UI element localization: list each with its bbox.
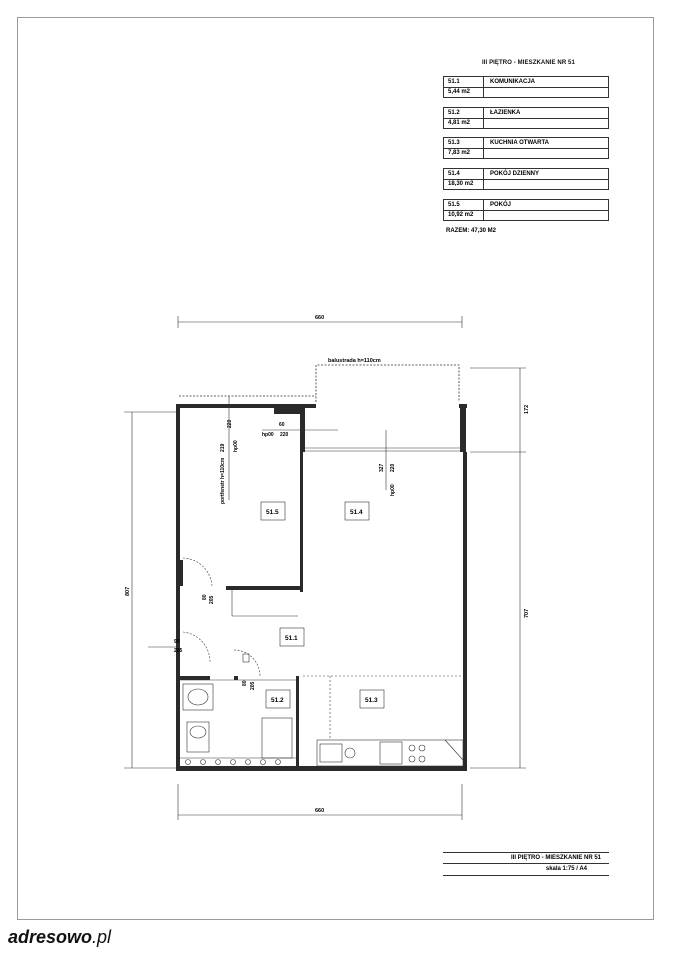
window-left-height: 220 (227, 419, 233, 428)
room-area: 7,83 m2 (444, 148, 484, 159)
legend-title: III PIĘTRO - MIESZKANIE NR 51 (482, 60, 575, 66)
window-mid-height: 220 (280, 432, 289, 438)
legend-divider (484, 148, 608, 149)
room-label-51-4: 51.4 (350, 509, 363, 516)
room-label-51-1: 51.1 (285, 635, 298, 642)
room-label-51-5: 51.5 (266, 509, 279, 516)
legend-divider (484, 179, 608, 180)
door-room-width: 80 (202, 594, 208, 600)
window-right-height: 220 (390, 463, 396, 472)
legend-room-51-5: 51.5 10,92 m2 POKÓJ (443, 199, 609, 221)
window-left-label: portfenetr h=110cm (220, 457, 226, 504)
room-area: 18,30 m2 (444, 179, 484, 190)
stamp-scale: skala 1:75 / A4 (443, 864, 609, 876)
legend-room-51-2: 51.2 4,81 m2 ŁAZIENKA (443, 107, 609, 129)
balcony-balustrade (179, 364, 460, 402)
window-left-sill: hp00 (233, 440, 239, 452)
bathroom-fixtures (182, 653, 293, 765)
sheet-frame (17, 17, 654, 920)
interior-lines (148, 396, 463, 759)
room-id: 51.4 (444, 169, 484, 180)
room-area: 10,92 m2 (444, 210, 484, 221)
door-entry-height: 205 (174, 648, 183, 654)
legend-room-51-1: 51.1 5,44 m2 KOMUNIKACJA (443, 76, 609, 98)
room-label-boxes (260, 501, 385, 709)
legend-divider (484, 118, 608, 119)
dim-left: 807 (125, 587, 131, 596)
adresowo-logo: adresowo.pl (8, 927, 111, 948)
door-bath-width: 80 (242, 680, 248, 686)
title-stamp: III PIĘTRO - MIESZKANIE NR 51 skala 1:75… (443, 852, 609, 879)
door-swings (182, 557, 261, 677)
dimension-lines (124, 316, 526, 820)
dim-right-main: 707 (524, 609, 530, 618)
walls (176, 404, 467, 771)
window-left-width: 219 (220, 443, 226, 452)
room-label-51-3: 51.3 (365, 697, 378, 704)
window-mid-sill: hp00 (262, 432, 274, 438)
stamp-title: III PIĘTRO - MIESZKANIE NR 51 (443, 852, 609, 864)
legend-room-51-3: 51.3 7,83 m2 KUCHNIA OTWARTA (443, 137, 609, 159)
room-label-51-2: 51.2 (271, 697, 284, 704)
window-mid-width: 60 (279, 422, 285, 428)
kitchen-fixtures (316, 739, 464, 767)
room-name: KUCHNIA OTWARTA (490, 140, 549, 146)
window-right-width: 327 (379, 463, 385, 472)
room-area: 5,44 m2 (444, 87, 484, 98)
room-name: POKÓJ (490, 202, 512, 208)
logo-domain: .pl (92, 927, 112, 947)
logo-brand: adresowo (8, 927, 93, 947)
window-right-sill: hp00 (390, 484, 396, 496)
room-name: POKÓJ DZIENNY (490, 171, 540, 177)
total-area: RAZEM: 47,30 M2 (446, 228, 497, 234)
room-id: 51.3 (444, 138, 484, 149)
room-area: 4,81 m2 (444, 118, 484, 129)
door-entry-width: 90 (174, 639, 180, 645)
room-id: 51.1 (444, 77, 484, 88)
dim-bottom: 660 (315, 808, 324, 814)
balustrade-label: balustrada h=110cm (328, 358, 381, 364)
legend-room-51-4: 51.4 18,30 m2 POKÓJ DZIENNY (443, 168, 609, 190)
door-room-height: 205 (209, 595, 215, 604)
room-name: KOMUNIKACJA (490, 79, 535, 85)
legend-divider (484, 87, 608, 88)
room-name: ŁAZIENKA (490, 110, 521, 116)
dim-right-top: 172 (524, 405, 530, 414)
door-bath-height: 205 (250, 681, 256, 690)
dim-top: 660 (315, 315, 324, 321)
room-id: 51.2 (444, 108, 484, 119)
room-id: 51.5 (444, 200, 484, 211)
legend-divider (484, 210, 608, 211)
